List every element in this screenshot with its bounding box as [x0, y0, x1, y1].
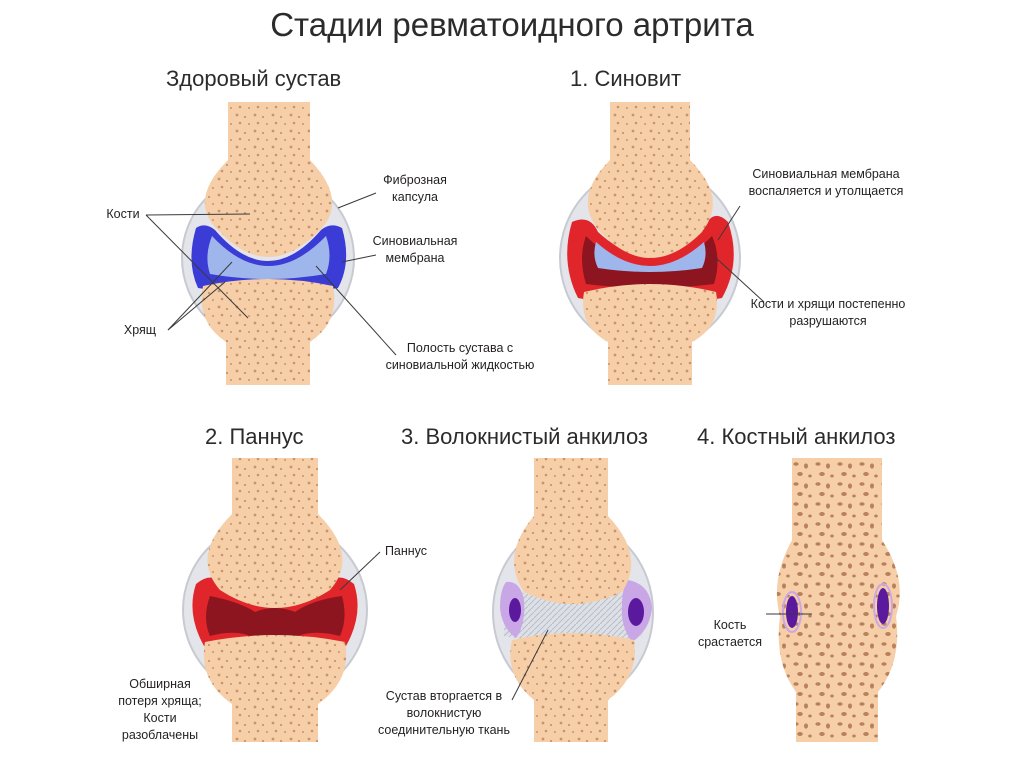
label-synovial-membrane: Синовиальная мембрана [360, 233, 470, 267]
label-bone-fuses: Кость срастается [690, 617, 770, 651]
label-fibrous-capsule: Фиброзная капсула [360, 172, 470, 206]
label-fibrous-invasion: Сустав вторгается в волокнистую соединит… [368, 688, 520, 739]
label-pannus: Паннус [376, 543, 436, 560]
lower-bone [510, 633, 635, 742]
upper-bone [205, 102, 332, 257]
upper-bone [588, 102, 713, 258]
upper-bone [208, 458, 343, 608]
lower-bone [202, 279, 335, 385]
label-joint-cavity: Полость сустава с синовиальной жидкостью [366, 340, 554, 374]
purple-pocket-right [628, 598, 644, 626]
upper-bone [514, 458, 631, 604]
lower-bone [204, 635, 346, 742]
label-membrane-inflamed: Синовиальная мембрана воспаляется и утол… [728, 166, 924, 200]
purple-pocket-left [509, 598, 521, 622]
label-bones-destroyed: Кости и хрящи постепенно разрушаются [738, 296, 918, 330]
remnant-right [877, 588, 889, 624]
label-bones: Кости [98, 206, 148, 223]
bony-ankylosis-joint [777, 458, 900, 742]
synovitis-joint [560, 102, 740, 385]
label-cartilage: Хрящ [112, 322, 168, 339]
remnant-left [786, 596, 798, 628]
healthy-joint [182, 102, 354, 385]
lower-bone [583, 284, 717, 385]
label-cartilage-loss: Обширная потеря хряща; Кости разоблачены [108, 676, 212, 744]
